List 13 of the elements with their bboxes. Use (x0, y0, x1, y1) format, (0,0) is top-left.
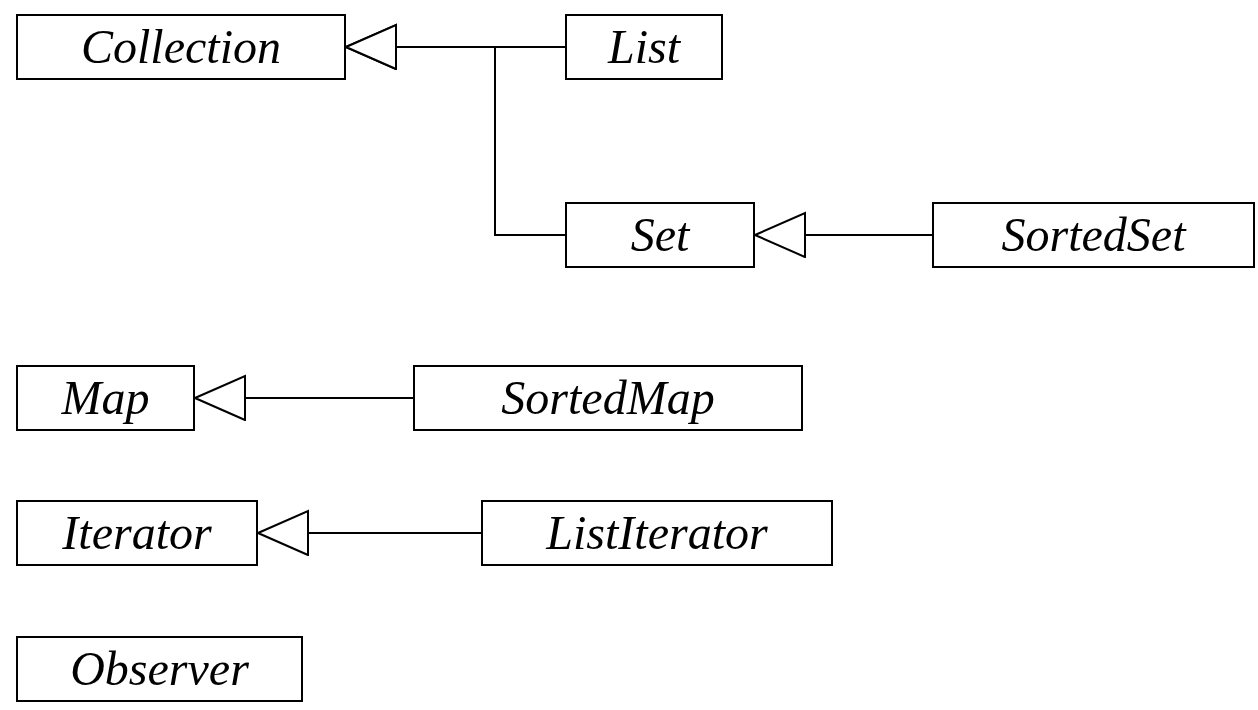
inheritance-arrow (754, 212, 933, 258)
class-box: Observer (16, 636, 303, 702)
class-box: ListIterator (481, 500, 833, 566)
inheritance-arrow (345, 24, 566, 236)
inheritance-arrow (194, 375, 414, 421)
class-box: Set (565, 202, 755, 268)
class-box: Collection (16, 14, 346, 80)
inheritance-arrow (257, 510, 482, 556)
class-box: Map (16, 365, 195, 431)
class-box: SortedMap (413, 365, 803, 431)
class-box: Iterator (16, 500, 258, 566)
class-box: List (565, 14, 723, 80)
class-box: SortedSet (932, 202, 1255, 268)
